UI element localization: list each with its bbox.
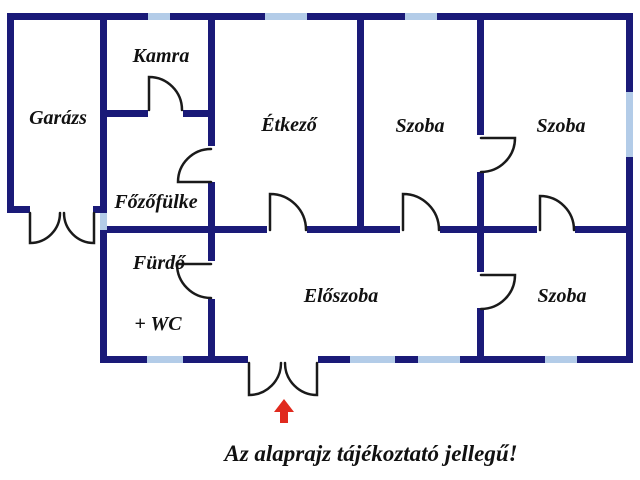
door-swing-garage-right bbox=[62, 211, 96, 245]
wall-dining-room1 bbox=[357, 13, 364, 233]
wall-middle-d bbox=[575, 226, 633, 233]
room-label-garage: Garázs bbox=[29, 107, 87, 129]
wall-kitchen-dining-a bbox=[208, 13, 215, 146]
wall-pantry-bottom-b bbox=[183, 110, 215, 117]
wall-bath-hall bbox=[208, 299, 215, 363]
room-label-pantry: Kamra bbox=[132, 45, 190, 67]
room-label-bathroom-wc: + WC bbox=[134, 313, 182, 335]
wall-middle-c bbox=[440, 226, 537, 233]
wall-bottom-right bbox=[318, 356, 633, 363]
room-label-room2: Szoba bbox=[537, 115, 586, 137]
door-swing-room1-room2 bbox=[479, 136, 517, 174]
door-swing-dining-hall bbox=[268, 192, 308, 232]
door-swing-entrance-left bbox=[247, 361, 283, 397]
window-kitchenette-left bbox=[100, 213, 107, 230]
wall-outer-top bbox=[7, 13, 633, 20]
wall-room1-room2-b bbox=[477, 172, 484, 272]
room-label-kitchenette: Főzőfülke bbox=[113, 191, 197, 213]
wall-garage-right bbox=[100, 13, 107, 363]
wall-garage-bottom-left bbox=[7, 206, 30, 213]
door-swing-pantry bbox=[147, 75, 184, 112]
wall-outer-right bbox=[626, 13, 633, 363]
room-label-room1: Szoba bbox=[396, 115, 445, 137]
window-room3-bottom bbox=[545, 356, 577, 363]
door-swings bbox=[28, 75, 576, 397]
window-room2-right bbox=[626, 92, 633, 157]
room-label-room3: Szoba bbox=[538, 285, 587, 307]
door-swing-hall-room3 bbox=[479, 273, 517, 311]
door-swing-bathroom bbox=[175, 262, 213, 300]
window-pantry-top bbox=[148, 13, 170, 20]
room-label-hall: Előszoba bbox=[303, 285, 378, 307]
wall-pantry-bottom-a bbox=[100, 110, 148, 117]
room-label-bathroom: Fürdő bbox=[132, 252, 187, 274]
door-swing-entrance-right bbox=[283, 361, 319, 397]
wall-middle-b bbox=[307, 226, 400, 233]
wall-hall-room3 bbox=[477, 308, 484, 363]
window-hall-bottom-a bbox=[350, 356, 395, 363]
room-label-dining: Étkező bbox=[260, 113, 319, 136]
walls bbox=[7, 13, 633, 363]
wall-room1-room2-a bbox=[477, 13, 484, 135]
entrance-arrow-icon bbox=[274, 399, 294, 423]
door-swing-room1-hall bbox=[401, 192, 441, 232]
windows bbox=[100, 13, 633, 363]
wall-kitchen-dining-b bbox=[208, 182, 215, 261]
window-dining-top bbox=[265, 13, 307, 20]
door-swing-kitchenette-dining bbox=[176, 147, 213, 184]
door-swing-room2-room3 bbox=[538, 194, 576, 232]
room-labels: Garázs Kamra Főzőfülke Fürdő + WC Étkező… bbox=[29, 45, 586, 335]
wall-middle-a bbox=[100, 226, 267, 233]
window-hall-bottom-b bbox=[418, 356, 460, 363]
door-swing-garage-left bbox=[28, 211, 62, 245]
caption: Az alaprajz tájékoztató jellegű! bbox=[222, 441, 517, 466]
window-room1-top bbox=[405, 13, 437, 20]
wall-outer-left bbox=[7, 13, 14, 213]
window-bathroom-bottom bbox=[147, 356, 183, 363]
